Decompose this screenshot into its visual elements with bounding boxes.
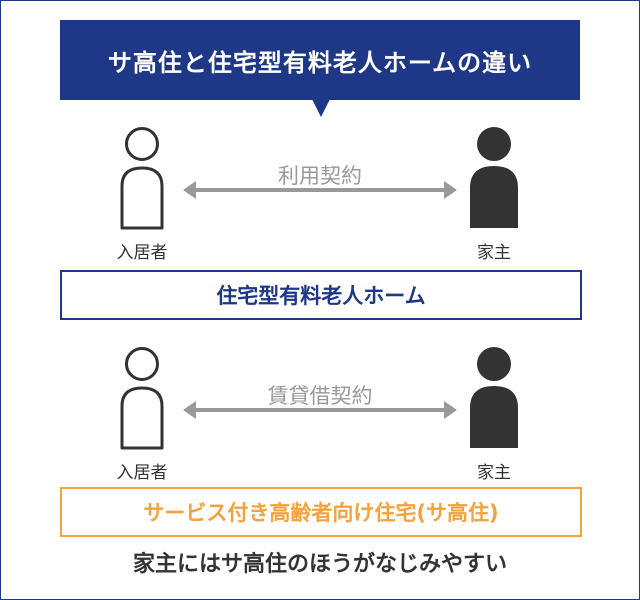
title-pointer (312, 99, 330, 117)
contract-label-1: 利用契約 (278, 164, 362, 188)
type-box-nursing-home: 住宅型有料老人ホーム (60, 270, 582, 320)
resident-label-1: 入居者 (116, 243, 168, 263)
landlord-icon-1 (466, 126, 522, 230)
landlord-label-2: 家主 (477, 463, 511, 483)
landlord-label-1: 家主 (477, 243, 511, 263)
resident-icon-1 (116, 126, 168, 230)
type-label-nursing-home: 住宅型有料老人ホーム (216, 284, 426, 308)
title-banner: サ高住と住宅型有料老人ホームの違い (60, 20, 580, 100)
resident-label-2: 入居者 (116, 463, 168, 483)
contract-arrow-1 (183, 180, 457, 204)
diagram-title: サ高住と住宅型有料老人ホームの違い (107, 48, 533, 77)
type-box-serviced-housing: サービス付き高齢者向け住宅(サ高住) (60, 487, 582, 537)
resident-icon-2 (116, 346, 168, 450)
conclusion-text: 家主にはサ高住のほうがなじみやすい (132, 552, 507, 577)
landlord-icon-2 (466, 346, 522, 450)
contract-arrow-2 (183, 400, 457, 424)
contract-label-2: 賃貸借契約 (267, 384, 373, 408)
type-label-serviced-housing: サービス付き高齢者向け住宅(サ高住) (143, 501, 499, 525)
